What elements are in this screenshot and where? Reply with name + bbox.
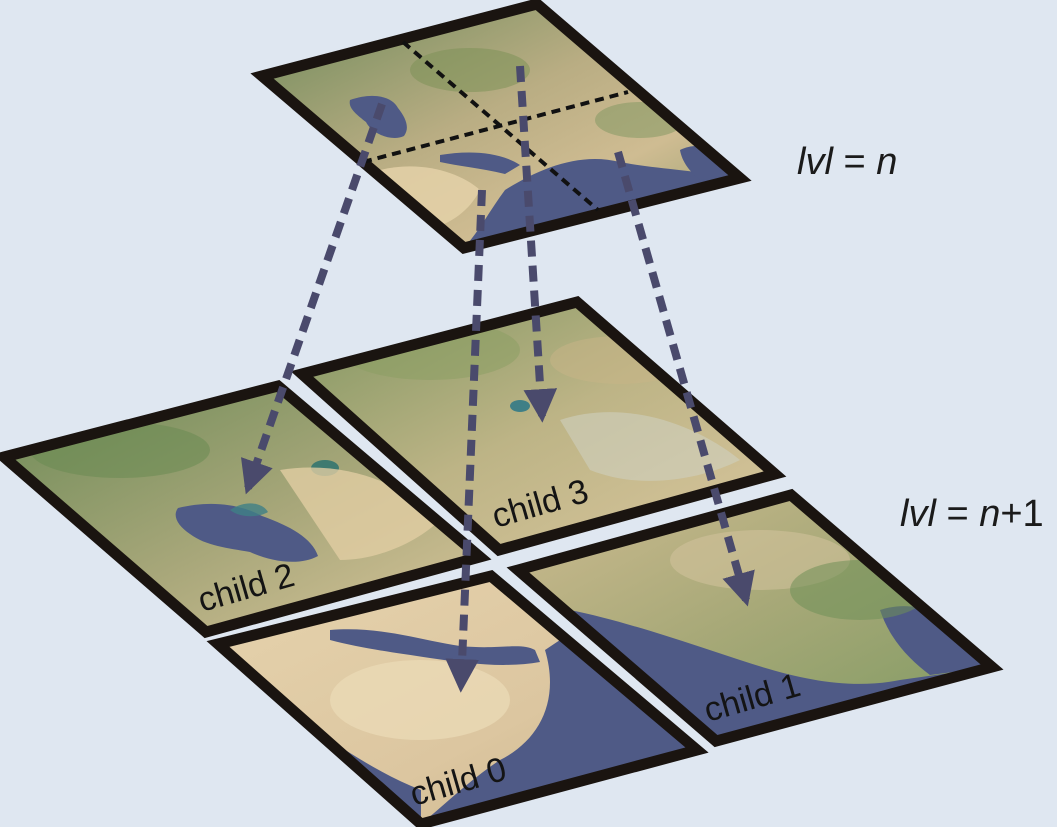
arrow-to-child-0 — [445, 189, 486, 693]
parent-tile — [250, 0, 752, 255]
arrow-to-child-1 — [614, 150, 755, 607]
level-label-n-plus-1: lvl = n+1 — [900, 493, 1044, 535]
child-1-tile: child 1 — [506, 488, 1004, 748]
child-2-tile: child 2 — [0, 379, 492, 639]
arrow-to-child-3 — [516, 65, 558, 423]
quadrant-divider — [362, 90, 629, 164]
level-label-n: lvl = n — [797, 141, 897, 183]
arrows — [240, 65, 755, 693]
arrow-to-child-2 — [240, 102, 386, 495]
